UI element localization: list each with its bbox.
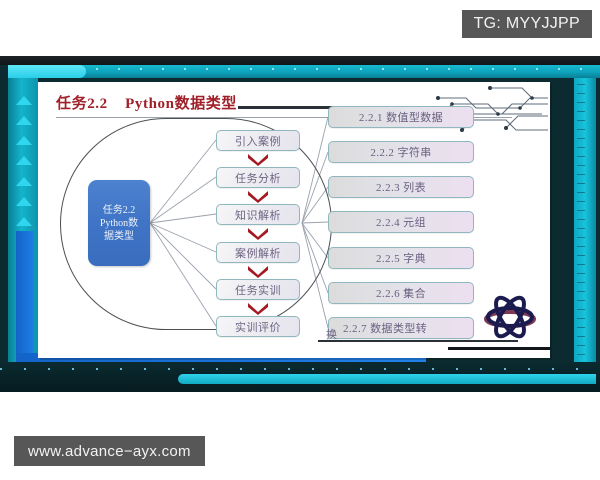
stage-box-4[interactable]: 案例解析 [216,242,300,263]
chevron-down-icon [248,303,268,315]
triangle-marker-icon [16,216,32,226]
topic-box-1[interactable]: 2.2.1 数值型数据 [328,106,474,128]
frame-left-blue-bar [16,231,34,362]
title-accent-bar [238,106,398,109]
frame-left-triangle-markers [16,96,32,226]
chevron-down-icon [248,266,268,278]
triangle-marker-icon [16,156,32,166]
stage-box-6[interactable]: 实训评价 [216,316,300,337]
stage-box-1[interactable]: 引入案例 [216,130,300,151]
triangle-marker-icon [16,136,32,146]
frame-top-dark-strip [0,56,600,65]
site-watermark: www.advance−ayx.com [14,436,205,466]
slide-title-block: 任务2.2 Python数据类型 [56,92,526,118]
hub-label: 任务2.2 Python数 据类型 [99,204,139,242]
topic-box-7[interactable]: 2.2.7 数据类型转 [328,317,474,339]
stage-box-3[interactable]: 知识解析 [216,204,300,225]
slide-content-card: 任务2.2 Python数据类型 [38,82,550,358]
telegram-watermark: TG: MYYJJPP [461,10,592,38]
frame-bottom-cyan-bar [178,374,596,384]
card-rule-secondary [448,347,550,350]
frame-top-cyan-tab [8,65,86,78]
frame-top-cyan-band [8,65,600,78]
atom-logo-icon [484,295,536,339]
page-title: 任务2.2 Python数据类型 [56,96,237,112]
topic-box-3[interactable]: 2.2.3 列表 [328,176,474,198]
topic-box-2[interactable]: 2.2.2 字符串 [328,141,474,163]
diagram-hub-node: 任务2.2 Python数 据类型 [88,180,150,266]
topic-box-6[interactable]: 2.2.6 集合 [328,282,474,304]
triangle-marker-icon [16,196,32,206]
topic-box-5[interactable]: 2.2.5 字典 [328,247,474,269]
stage-box-5[interactable]: 任务实训 [216,279,300,300]
triangle-marker-icon [16,116,32,126]
chevron-down-icon [248,191,268,203]
frame-right-band [574,78,596,368]
stage-box-2[interactable]: 任务分析 [216,167,300,188]
chevron-down-icon [248,228,268,240]
topic-box-7-overflow-text: 换 [326,329,337,341]
card-rule-primary [318,340,518,342]
title-underline [56,117,512,118]
topic-box-4[interactable]: 2.2.4 元组 [328,211,474,233]
chevron-down-icon [248,154,268,166]
process-diagram: 任务2.2 Python数 据类型 引入案例 任务分析 知识解析 案例解析 任务… [38,82,550,358]
slide-frame: 任务2.2 Python数据类型 [0,56,600,392]
triangle-marker-icon [16,96,32,105]
frame-bottom-dotted-line [0,368,600,370]
frame-bottom-dark-strip [0,362,600,392]
triangle-marker-icon [16,176,32,186]
